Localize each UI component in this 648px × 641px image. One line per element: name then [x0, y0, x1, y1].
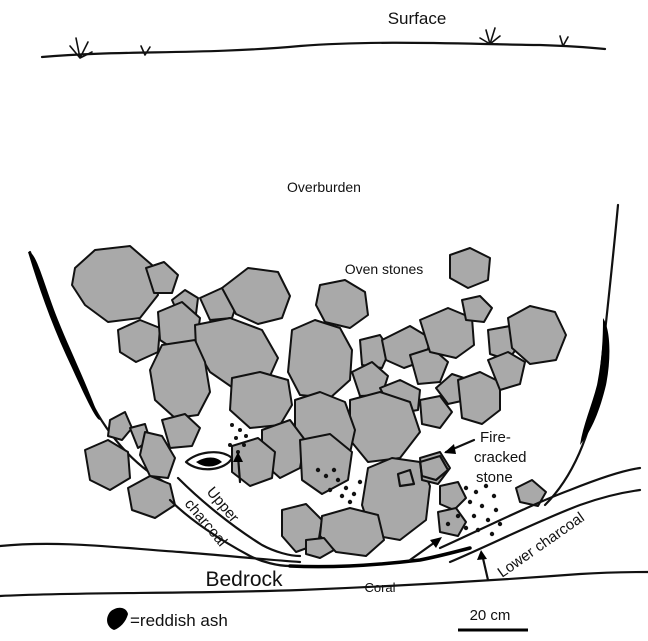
oven-stones-cluster [72, 246, 566, 558]
oven-stone [162, 414, 200, 448]
plant-icon [480, 28, 500, 44]
arrow-fire-cracked [444, 440, 474, 454]
oven-stone [350, 392, 420, 462]
surface-group: Surface [42, 9, 605, 58]
fire-cracked-label-1: Fire- [480, 429, 511, 446]
lower-charcoal-label: Lower charcoal [495, 509, 588, 581]
pit-lining-ash-right [580, 318, 609, 445]
oven-stone [150, 340, 210, 418]
oven-stone [462, 296, 492, 322]
oven-stone [450, 248, 490, 288]
oven-stone [508, 306, 566, 364]
reddish-ash-fill [196, 458, 222, 467]
oven-stone [316, 280, 368, 328]
coral-upper-line [0, 544, 300, 562]
surface-line [42, 43, 605, 57]
legend-reddish-ash-label: =reddish ash [130, 611, 228, 630]
oven-stone [72, 246, 158, 322]
oven-stone [438, 508, 466, 536]
scale-bar: 20 cm [458, 607, 528, 630]
oven-stone [128, 476, 175, 518]
plant-icon [560, 36, 568, 46]
scale-bar-label: 20 cm [470, 607, 511, 624]
overburden-label: Overburden [287, 179, 361, 195]
reddish-ash-swatch-icon [107, 608, 128, 630]
legend-reddish-ash: =reddish ash [107, 608, 228, 630]
surface-label: Surface [388, 9, 447, 28]
oven-stone [118, 320, 160, 362]
bedrock-label: Bedrock [205, 568, 283, 591]
oven-stone [288, 320, 352, 398]
oven-stone [230, 372, 292, 428]
coral-label: Coral [364, 580, 395, 595]
oven-stones-label: Oven stones [345, 261, 424, 277]
oven-stone [458, 372, 500, 424]
oven-stone [108, 412, 132, 440]
fire-cracked-label-3: stone [476, 469, 513, 486]
oven-stone [440, 482, 466, 510]
fire-cracked-label-2: cracked [474, 449, 527, 466]
arrow-lower-charcoal [477, 550, 488, 580]
bedrock-lower-line [0, 572, 648, 596]
